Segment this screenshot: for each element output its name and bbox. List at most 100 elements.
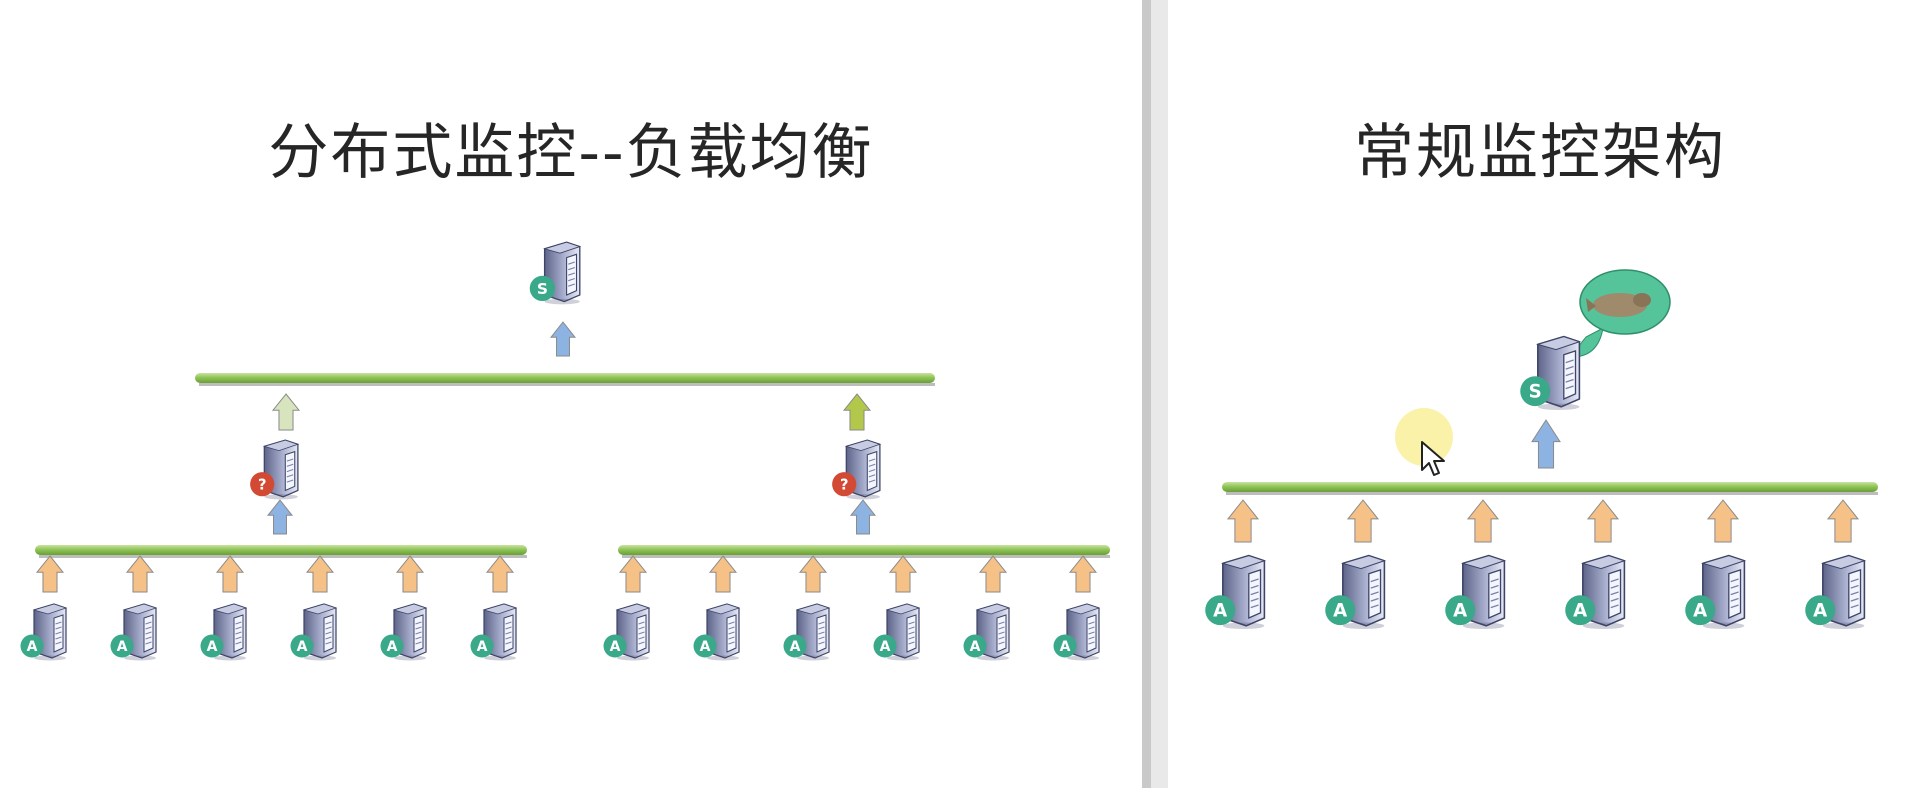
speech-bubble-icon — [1568, 269, 1671, 358]
agent-server-icon-badge: A — [470, 634, 494, 658]
agent-server-icon-badge: A — [290, 634, 314, 658]
agent-server-icon: A — [200, 603, 248, 661]
slide-title-regular: 常规监控架构 — [1354, 118, 1726, 188]
agent-server-icon: A — [470, 603, 518, 661]
up-arrow-icon — [1586, 499, 1620, 543]
svg-text:A: A — [477, 639, 488, 655]
up-arrow-icon — [978, 555, 1008, 593]
up-arrow-icon — [395, 555, 425, 593]
up-arrow-icon — [271, 393, 301, 431]
agent-server-icon-badge: A — [693, 634, 717, 658]
svg-text:?: ? — [840, 476, 849, 493]
svg-text:?: ? — [258, 476, 267, 493]
agent-server-icon: A — [1685, 554, 1747, 630]
agent-server-icon-badge: A — [1805, 595, 1836, 626]
svg-text:A: A — [880, 639, 891, 655]
svg-text:A: A — [1060, 639, 1071, 655]
up-arrow-icon — [125, 555, 155, 593]
agent-server-icon-badge: A — [1685, 595, 1716, 626]
right-group-bus — [618, 545, 1110, 558]
up-arrow-icon — [1826, 499, 1860, 543]
agent-server-icon-badge: A — [1205, 595, 1236, 626]
up-arrow-icon — [1346, 499, 1380, 543]
svg-text:A: A — [970, 639, 981, 655]
agent-server-icon: A — [110, 603, 158, 661]
agent-server-icon-badge: A — [380, 634, 404, 658]
agent-server-icon: A — [1205, 554, 1267, 630]
agent-server-icon: A — [693, 603, 741, 661]
agent-server-icon: A — [1805, 554, 1867, 630]
up-arrow-icon — [1466, 499, 1500, 543]
agent-server-icon: A — [783, 603, 831, 661]
svg-text:A: A — [1693, 601, 1707, 622]
agent-server-icon: A — [963, 603, 1011, 661]
agent-server-icon: A — [20, 603, 68, 661]
svg-text:A: A — [387, 639, 398, 655]
slide-distributed-monitoring: 分布式监控--负载均衡 S?? A A A A A A A A A A A A — [20, 118, 1110, 661]
up-arrow-icon — [1531, 419, 1561, 469]
up-arrow-icon — [305, 555, 335, 593]
regular-architecture-diagram: S A A A A A A — [1205, 269, 1878, 630]
agent-server-icon: A — [1325, 554, 1387, 630]
agent-server-icon: A — [603, 603, 651, 661]
agent-server-icon: A — [290, 603, 338, 661]
svg-text:A: A — [1213, 601, 1227, 622]
up-arrow-icon — [1706, 499, 1740, 543]
agent-server-icon: A — [1565, 554, 1627, 630]
distributed-architecture-diagram: S?? A A A A A A A A A A A A — [20, 241, 1110, 661]
top-server-icon: S — [529, 241, 582, 305]
agent-server-icon-badge: A — [873, 634, 897, 658]
svg-text:A: A — [117, 639, 128, 655]
svg-text:A: A — [1453, 601, 1467, 622]
agent-server-icon: A — [1053, 603, 1101, 661]
up-arrow-icon — [1068, 555, 1098, 593]
slide-divider — [1142, 0, 1168, 788]
svg-text:A: A — [1333, 601, 1347, 622]
agent-server-icon-badge: A — [200, 634, 224, 658]
up-arrow-icon — [549, 321, 577, 357]
svg-text:A: A — [700, 639, 711, 655]
agent-server-icon: A — [873, 603, 921, 661]
agent-server-icon: A — [380, 603, 428, 661]
top-server-icon-badge: S — [529, 275, 556, 302]
svg-text:S: S — [537, 280, 548, 298]
up-arrow-icon — [842, 393, 872, 431]
proxy-server-left-icon: ? — [250, 439, 300, 500]
agent-server-icon-badge: A — [110, 634, 134, 658]
up-arrow-icon — [888, 555, 918, 593]
svg-text:A: A — [1573, 601, 1587, 622]
agent-server-icon-badge: A — [963, 634, 987, 658]
agent-server-icon: A — [1445, 554, 1507, 630]
svg-text:A: A — [207, 639, 218, 655]
mouse-cursor-icon — [1421, 441, 1445, 476]
agent-server-icon-badge: A — [1565, 595, 1596, 626]
agent-server-icon-badge: A — [603, 634, 627, 658]
up-arrow-icon — [849, 499, 877, 535]
up-arrow-icon — [618, 555, 648, 593]
top-bus — [195, 373, 935, 386]
up-arrow-icon — [1226, 499, 1260, 543]
svg-text:A: A — [790, 639, 801, 655]
slide-title-distributed: 分布式监控--负载均衡 — [268, 118, 874, 188]
agent-server-icon-badge: A — [20, 634, 44, 658]
up-arrow-icon — [35, 555, 65, 593]
svg-text:S: S — [1529, 382, 1542, 403]
agent-server-icon-badge: A — [1445, 595, 1476, 626]
left-group-bus — [35, 545, 527, 558]
proxy-server-left-icon-badge: ? — [250, 472, 275, 497]
proxy-server-right-icon-badge: ? — [832, 472, 857, 497]
up-arrow-icon — [708, 555, 738, 593]
main-server-icon: S — [1520, 335, 1582, 411]
agent-server-icon-badge: A — [783, 634, 807, 658]
up-arrow-icon — [798, 555, 828, 593]
up-arrow-icon — [485, 555, 515, 593]
svg-text:A: A — [27, 639, 38, 655]
agent-bus — [1222, 482, 1878, 495]
svg-text:A: A — [297, 639, 308, 655]
main-server-icon-badge: S — [1520, 376, 1551, 407]
up-arrow-icon — [266, 499, 294, 535]
svg-text:A: A — [610, 639, 621, 655]
svg-text:A: A — [1813, 601, 1827, 622]
agent-server-icon-badge: A — [1053, 634, 1077, 658]
up-arrow-icon — [215, 555, 245, 593]
